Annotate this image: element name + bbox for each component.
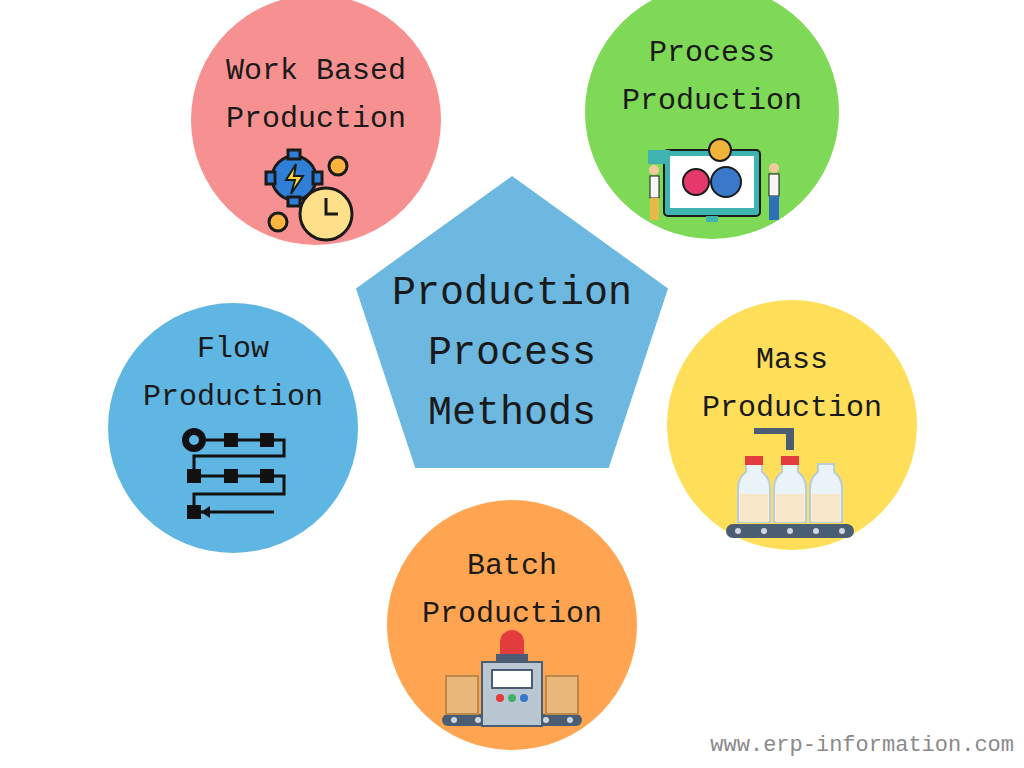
diagram-title: Production Process Methods	[378, 264, 646, 444]
circle-fill	[108, 303, 358, 553]
watermark: www.erp-information.com	[710, 733, 1014, 758]
method-circle: Work Based Production	[191, 0, 441, 245]
method-icon	[442, 630, 582, 726]
method-circle: Process Production	[585, 0, 839, 239]
circle-fill	[191, 0, 441, 245]
method-icon	[648, 139, 779, 222]
method-name: Mass Production	[681, 336, 903, 432]
circle-fill	[667, 300, 917, 550]
method-icon	[266, 150, 352, 240]
method-icon	[182, 428, 284, 519]
center-pentagon: Production Process Methods	[356, 176, 668, 468]
method-name: Batch Production	[401, 542, 623, 638]
method-circle-outline	[585, 0, 839, 239]
pentagon-fill	[356, 176, 668, 468]
method-name: Flow Production	[122, 325, 344, 421]
method-name: Work Based Production	[205, 47, 427, 143]
method-circle: Mass Production	[667, 300, 917, 550]
method-circle: Flow Production	[108, 303, 358, 553]
circle-fill	[387, 500, 637, 750]
method-name: Process Production	[601, 29, 823, 125]
method-circle: Batch Production	[387, 500, 637, 750]
method-icon	[726, 428, 854, 538]
circle-fill	[585, 0, 839, 239]
